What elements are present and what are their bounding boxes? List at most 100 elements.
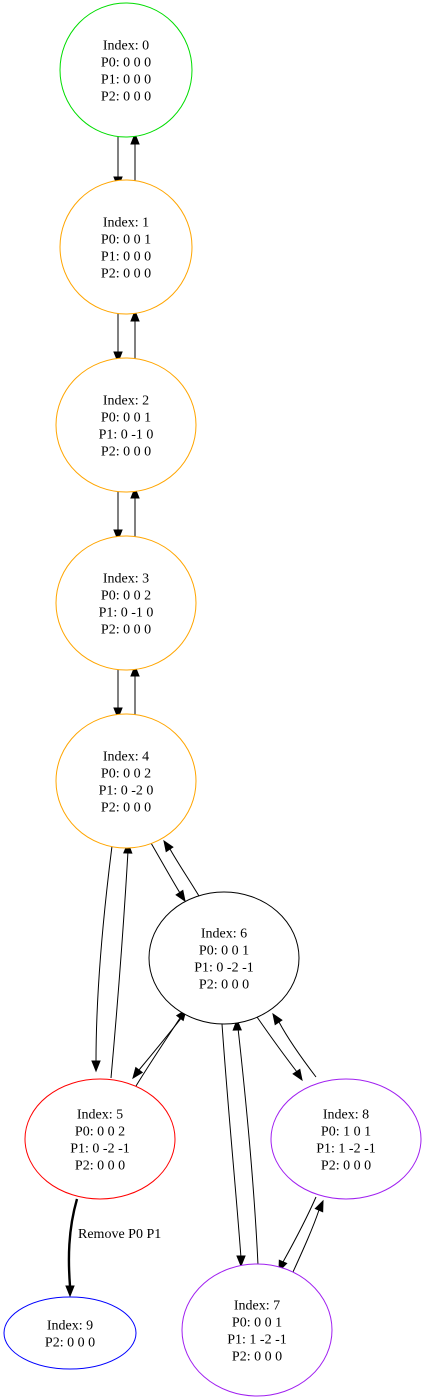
edge-line (292, 1209, 320, 1273)
node-ellipse (24, 1078, 176, 1200)
node-label-line: P0: 0 0 1 (232, 1316, 282, 1331)
node-index-1: Index: 1 P0: 0 0 1 P1: 0 0 0 P2: 0 0 0 (59, 179, 193, 315)
node-label-line: Index: 4 (103, 750, 149, 765)
node-label-line: Index: 7 (234, 1299, 280, 1314)
node-label-line: Index: 0 (103, 39, 149, 54)
node-ellipse (59, 179, 193, 315)
node-ellipse (270, 1078, 422, 1200)
edge-n7-to-n8 (292, 1199, 324, 1273)
node-label-line: Index: 3 (103, 572, 149, 587)
node-index-6: Index: 6 P0: 0 0 1 P1: 0 -2 -1 P2: 0 0 0 (148, 891, 300, 1025)
edge-line (256, 1016, 298, 1073)
node-label-line: Index: 1 (103, 216, 149, 231)
node-label-line: P2: 0 0 0 (321, 1159, 371, 1174)
edge-n3-to-n4 (113, 668, 123, 720)
node-label-line: P0: 0 0 2 (75, 1125, 125, 1140)
node-label-line: P2: 0 0 0 (45, 1336, 95, 1351)
arrowhead-icon (232, 1018, 242, 1031)
node-label-line: P1: 0 -2 -1 (194, 961, 254, 976)
node-index-9: Index: 9 P2: 0 0 0 (3, 1296, 137, 1370)
node-label-line: P2: 0 0 0 (199, 978, 249, 993)
edge-n6-to-n5 (132, 1006, 191, 1080)
node-label-line: P2: 0 0 0 (101, 267, 151, 282)
node-label-line: P0: 0 0 1 (101, 233, 151, 248)
node-label-line: P1: 1 -2 -1 (316, 1142, 376, 1157)
node-index-8: Index: 8 P0: 1 0 1 P1: 1 -2 -1 P2: 0 0 0 (270, 1078, 422, 1200)
node-index-3: Index: 3 P0: 0 0 2 P1: 0 -1 0 P2: 0 0 0 (55, 535, 197, 671)
node-index-5: Index: 5P0: 0 0 2P1: 0 -2 -1P2: 0 0 0 (24, 1078, 176, 1200)
node-label-line: P2: 0 0 0 (101, 623, 151, 638)
arrowhead-icon (292, 1068, 303, 1082)
edge-n5-to-n4 (110, 841, 133, 1079)
edge-line (110, 850, 129, 1079)
edge-n2-to-n1 (130, 309, 140, 359)
node-label-line: P1: 0 0 0 (101, 250, 151, 265)
arrowhead-icon (175, 889, 186, 903)
node-label-line: Index: 8 (323, 1108, 369, 1123)
edge-line (169, 848, 200, 897)
node-label-line: P2: 0 0 0 (101, 801, 151, 816)
node-ellipse (55, 535, 197, 671)
arrowhead-icon (272, 1012, 283, 1026)
arrowhead-icon (113, 529, 123, 542)
node-ellipse (181, 1263, 333, 1397)
edge-n0-to-n1 (113, 134, 123, 189)
edge-n6-to-n8 (256, 1016, 303, 1082)
node-label-line: P2: 0 0 0 (101, 90, 151, 105)
edge-line (67, 1198, 79, 1287)
edge-n1-to-n2 (113, 311, 123, 364)
edge-line (150, 842, 181, 894)
node-label-line: P1: 1 -2 -1 (227, 1333, 287, 1348)
arrowhead-icon (130, 664, 140, 677)
arrowhead-icon (130, 486, 140, 499)
edge-line (237, 1027, 259, 1266)
edge-label: Remove P0 P1 (78, 1227, 161, 1242)
edge-n4-to-n3 (130, 664, 140, 715)
node-index-0: Index: 0 P0: 0 0 0 P1: 0 0 0 P2: 0 0 0 (59, 2, 193, 138)
arrowhead-icon (132, 1066, 144, 1080)
edge-n6-to-n4 (163, 839, 200, 897)
arrowhead-icon (113, 707, 123, 720)
node-ellipse (3, 1296, 137, 1370)
edge-n1-to-n0 (130, 132, 140, 184)
edge-n8-to-n6 (272, 1012, 317, 1078)
node-index-4: Index: 4 P0: 0 0 2 P1: 0 -2 0 P2: 0 0 0 (55, 713, 197, 849)
node-label-line: P0: 1 0 1 (321, 1125, 371, 1140)
node-label-line: Index: 6 (201, 927, 247, 942)
edge-n2-to-n3 (113, 490, 123, 542)
nodes-layer: Index: 0P0: 0 0 0P1: 0 0 0P2: 0 0 0Index… (3, 2, 422, 1397)
edge-line (278, 1021, 317, 1078)
arrowhead-icon (314, 1199, 324, 1213)
node-label-line: P1: 0 -2 0 (99, 784, 154, 799)
node-index-2: Index: 2P0: 0 0 1P1: 0 -1 0P2: 0 0 0 (55, 357, 197, 493)
arrowhead-icon (91, 1060, 101, 1073)
edge-line (282, 1196, 317, 1263)
edge-n8-to-n7 (278, 1196, 317, 1273)
node-label-line: Index: 2 (103, 394, 149, 409)
arrowhead-icon (163, 839, 174, 853)
node-ellipse (55, 713, 197, 849)
edge-n6-to-n7 (221, 1023, 246, 1268)
arrowhead-icon (130, 132, 140, 145)
arrowhead-icon (65, 1285, 75, 1298)
node-label-line: P2: 0 0 0 (75, 1159, 125, 1174)
node-label-line: P1: 0 -1 0 (99, 606, 154, 621)
arrowhead-icon (130, 309, 140, 322)
edge-n4-to-n6 (150, 842, 186, 903)
node-label-line: Index: 9 (47, 1319, 93, 1334)
node-label-line: P1: 0 0 0 (101, 73, 151, 88)
edge-n5-to-n9: Remove P0 P1 (65, 1198, 161, 1298)
node-label-line: P0: 0 0 2 (101, 767, 151, 782)
node-label-line: P0: 0 0 1 (101, 411, 151, 426)
node-label-line: P2: 0 0 0 (101, 445, 151, 460)
edge-line (138, 1006, 191, 1071)
node-label-line: P0: 0 0 0 (101, 56, 151, 71)
node-ellipse (59, 2, 193, 138)
node-label-line: P2: 0 0 0 (232, 1350, 282, 1365)
edge-line (95, 845, 113, 1063)
node-label-line: P0: 0 0 2 (101, 589, 151, 604)
node-label-line: P0: 0 0 1 (199, 944, 249, 959)
arrowhead-icon (113, 351, 123, 364)
arrowhead-icon (236, 1255, 246, 1268)
